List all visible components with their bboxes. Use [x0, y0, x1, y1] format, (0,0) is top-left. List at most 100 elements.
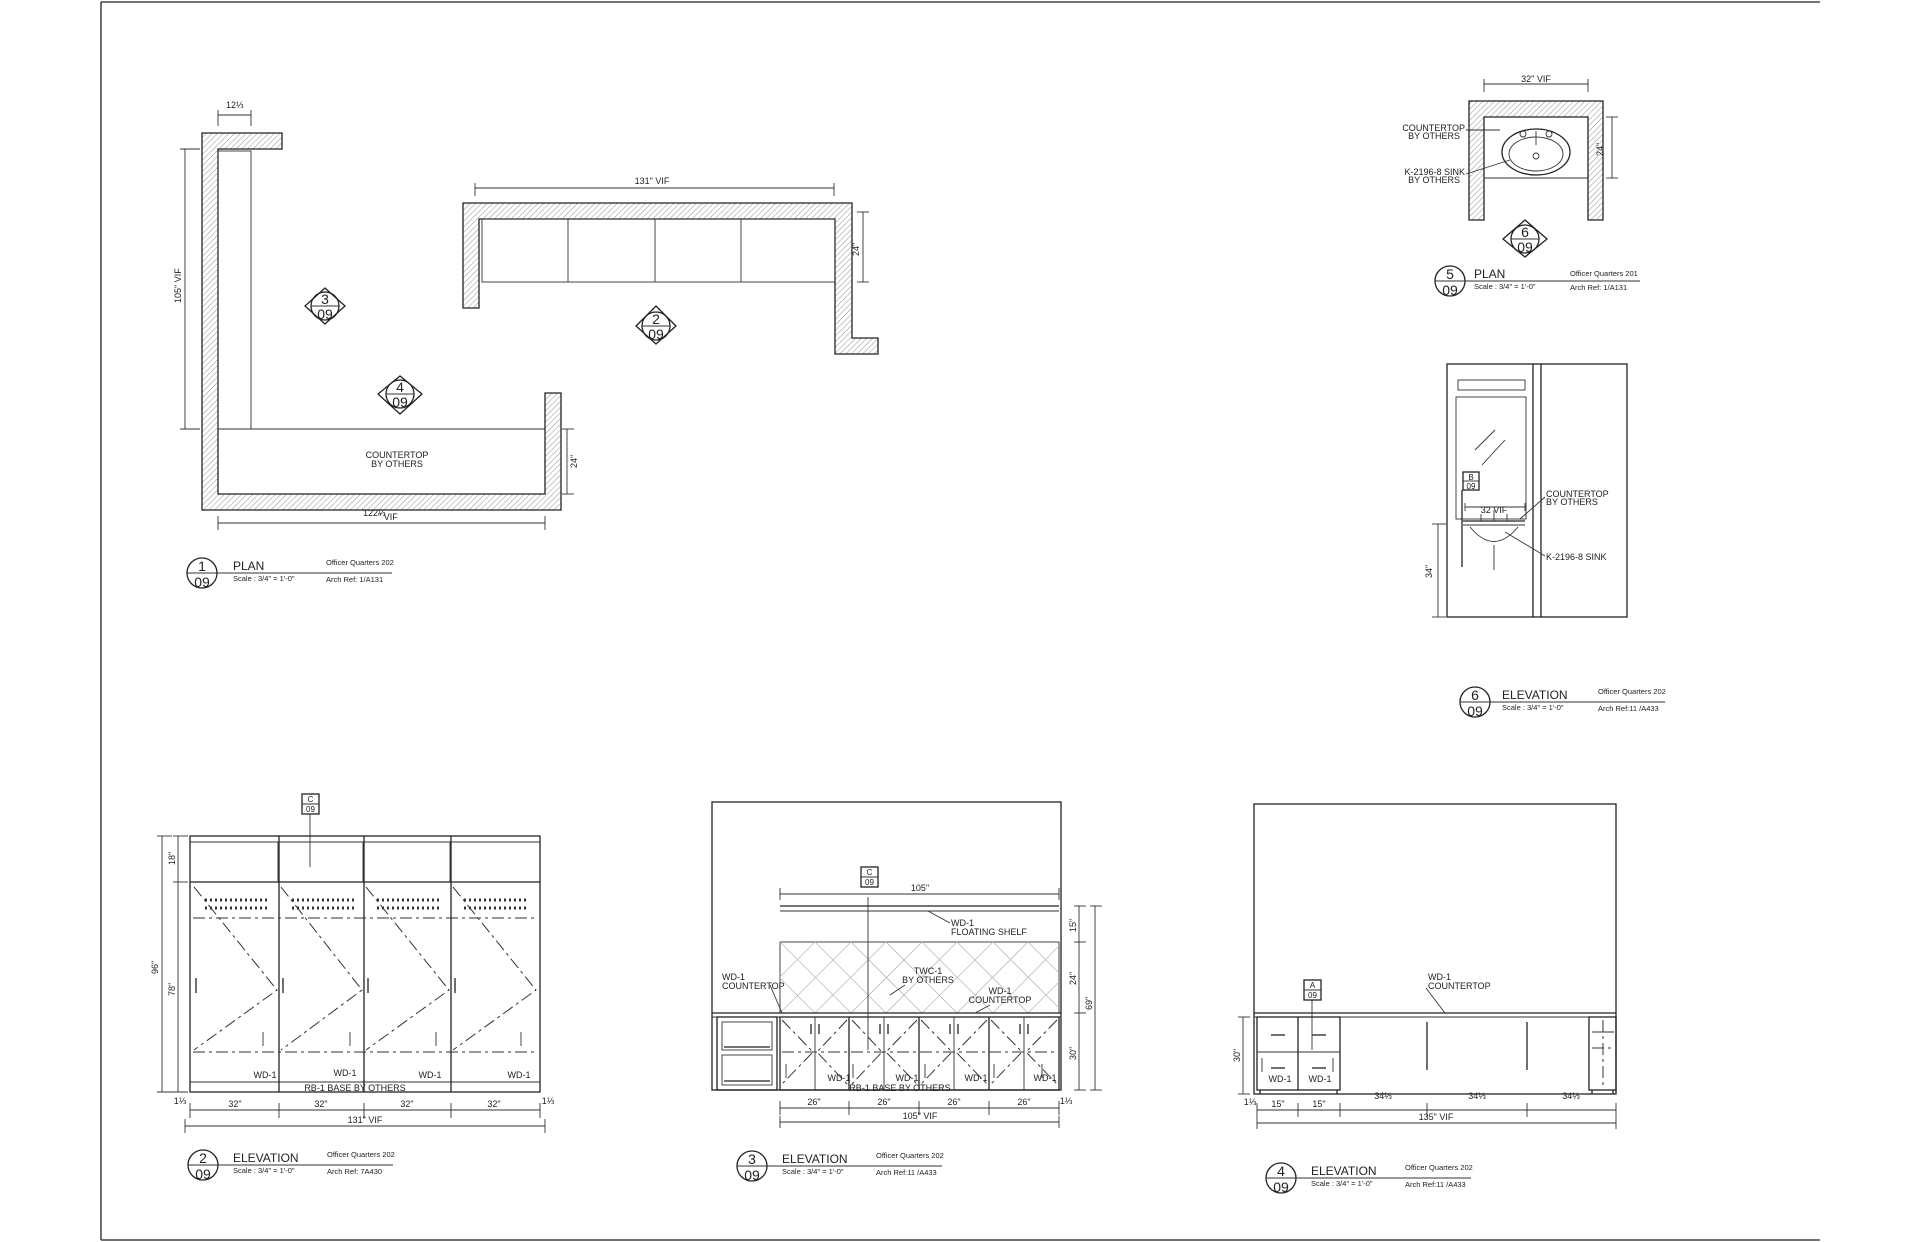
elev-3-total: 105" VIF: [903, 1111, 938, 1121]
elev-2-door-label-3: WD-1: [419, 1070, 442, 1080]
title-6-project: Officer Quarters 202: [1598, 687, 1666, 696]
elev-6-outline: [1446, 363, 1628, 618]
elev-3-small-right: 1⅓: [1060, 1096, 1073, 1106]
plan-view-1: 12⅓ 105" VIF 122⅓ " VIF 24" COUNTERTOP B…: [173, 100, 579, 530]
elevation-view-3: WD-1 WD-1 WD-1 WD-1 RB-1 BASE BY OTHERS …: [711, 801, 1102, 1128]
elev-4-width-1: 15": [1271, 1099, 1284, 1109]
title-5-ref: Arch Ref: 1/A131: [1570, 283, 1627, 292]
title-6-scale: Scale : 3/4" = 1'-0": [1502, 703, 1564, 712]
section-marker-3: 3 09: [304, 287, 346, 325]
elev-3-dim-15: 15": [1068, 919, 1078, 932]
title-5-scale: Scale : 3/4" = 1'-0": [1474, 282, 1536, 291]
shelf-note-1: WD-1: [951, 918, 974, 928]
title-3-type: ELEVATION: [782, 1152, 848, 1166]
title-4-sheet: 09: [1273, 1179, 1289, 1195]
left-countertop-note-1: WD-1: [722, 972, 745, 982]
elev-2-width-4: 32": [487, 1099, 500, 1109]
tag-c-sheet-1: 09: [306, 805, 315, 814]
title-4-scale: Scale : 3/4" = 1'-0": [1311, 1179, 1373, 1188]
title-2-number: 2: [199, 1150, 207, 1166]
title-1-project: Officer Quarters 202: [326, 558, 394, 567]
elev-3-width-4: 26": [1017, 1097, 1030, 1107]
title-3-ref: Arch Ref:11 /A433: [876, 1168, 937, 1177]
tag-b-sheet: 09: [1467, 482, 1476, 491]
elevation-view-6: 32 VIF 34" COUNTERTOP BY OTHERS K-2196-8…: [1424, 363, 1628, 618]
marker-3-number: 3: [321, 291, 329, 307]
tag-a-letter: A: [1310, 981, 1316, 990]
elev-4-width-5: 34⅓: [1562, 1091, 1580, 1101]
detail-tag-b: B 09: [1462, 471, 1480, 491]
tile-pattern: [779, 941, 1060, 1014]
title-2-sheet: 09: [195, 1166, 211, 1182]
title-2-project: Officer Quarters 202: [327, 1150, 395, 1159]
elev-3-dim-24: 24": [1068, 972, 1078, 985]
elev-3-width-3: 26": [947, 1097, 960, 1107]
tag-c-letter-2: C: [867, 868, 873, 877]
plan-5-dim-top: 32" VIF: [1521, 74, 1551, 84]
elev-3-door-label-2: WD-1: [896, 1073, 919, 1083]
title-1-ref: Arch Ref: 1/A131: [326, 575, 383, 584]
title-1-sheet: 09: [194, 574, 210, 590]
dim-right: 24": [569, 455, 579, 468]
detail-tag-c-elev-2: C 09: [301, 793, 320, 815]
upper-cabinet-run: [217, 150, 252, 430]
elev-6-countertop-note-1: COUNTERTOP: [1546, 489, 1609, 499]
elev-2-door-label-1: WD-1: [254, 1070, 277, 1080]
title-3-project: Officer Quarters 202: [876, 1151, 944, 1160]
dim-bottom-a: 122⅓: [363, 508, 386, 518]
plan-view-5: 32" VIF 24" COUNTERTOP BY OTHERS K-2196-…: [1402, 74, 1618, 221]
elev-6-dim-top: 32 VIF: [1481, 505, 1508, 515]
elev-4-end-cabinet: [1588, 1016, 1617, 1091]
elevation-view-2: WD-1 WD-1 WD-1 WD-1 RB-1 BASE BY OTHERS …: [150, 814, 555, 1133]
elevation-view-4: WD-1 WD-1 WD-1 COUNTERTOP 30" 15" 15" 34…: [1232, 803, 1617, 1129]
title-block-1: 1 09 PLAN Scale : 3/4" = 1'-0" Officer Q…: [186, 557, 394, 590]
title-4-type: ELEVATION: [1311, 1164, 1377, 1178]
marker-6-number: 6: [1521, 224, 1529, 240]
title-5-project: Officer Quarters 201: [1570, 269, 1638, 278]
elev-3-door-label-4: WD-1: [1034, 1073, 1057, 1083]
twc-note-1: TWC-1: [914, 966, 943, 976]
plan-2-dim-top: 131" VIF: [635, 176, 670, 186]
elev-2-dim-96: 96": [150, 961, 160, 974]
dim-top: 12⅓: [226, 100, 244, 110]
title-6-type: ELEVATION: [1502, 688, 1568, 702]
elev-3-door-label-1: WD-1: [828, 1073, 851, 1083]
title-5-number: 5: [1446, 266, 1454, 282]
elev-4-width-2: 15": [1312, 1099, 1325, 1109]
plan-5-countertop-note-2: BY OTHERS: [1408, 131, 1460, 141]
marker-4-number: 4: [396, 379, 404, 395]
tag-a-sheet: 09: [1308, 991, 1317, 1000]
dim-bottom-b: " VIF: [378, 512, 398, 522]
elev-2-width-2: 32": [314, 1099, 327, 1109]
title-6-ref: Arch Ref:11 /A433: [1598, 704, 1659, 713]
plan-2-dim-right: 24": [851, 243, 861, 256]
elev-6-dim-height: 34": [1424, 565, 1434, 578]
title-6-number: 6: [1471, 687, 1479, 703]
elev-4-total: 135" VIF: [1419, 1112, 1454, 1122]
twc-note-2: BY OTHERS: [902, 975, 954, 985]
elev-2-small-right: 1⅓: [542, 1096, 555, 1106]
section-marker-6: 6 09: [1501, 219, 1549, 258]
elev-3-base-note: RB-1 BASE BY OTHERS: [849, 1083, 950, 1093]
title-5-sheet: 09: [1442, 282, 1458, 298]
elev-2-total: 131" VIF: [348, 1115, 383, 1125]
elev-2-small-left: 1⅓: [174, 1096, 187, 1106]
title-2-ref: Arch Ref: 7A430: [327, 1167, 382, 1176]
title-3-number: 3: [748, 1151, 756, 1167]
tag-b-letter: B: [1468, 473, 1473, 482]
elev-2-outline: [189, 835, 541, 1093]
elev-3-width-2: 26": [877, 1097, 890, 1107]
elev-2-base-note: RB-1 BASE BY OTHERS: [304, 1083, 405, 1093]
elev-4-width-3: 34⅓: [1374, 1091, 1392, 1101]
elev-4-door-label-2: WD-1: [1309, 1074, 1332, 1084]
marker-4-sheet: 09: [392, 394, 408, 410]
elev-4-door-label-1: WD-1: [1269, 1074, 1292, 1084]
detail-tag-a: A 09: [1303, 979, 1322, 1001]
elev-4-countertop-note-2: COUNTERTOP: [1428, 981, 1491, 991]
mirror: [1455, 396, 1527, 520]
title-4-number: 4: [1277, 1163, 1285, 1179]
sink-bowl: [1501, 128, 1571, 176]
elev-3-width-1: 26": [807, 1097, 820, 1107]
left-countertop-note-2: COUNTERTOP: [722, 981, 785, 991]
